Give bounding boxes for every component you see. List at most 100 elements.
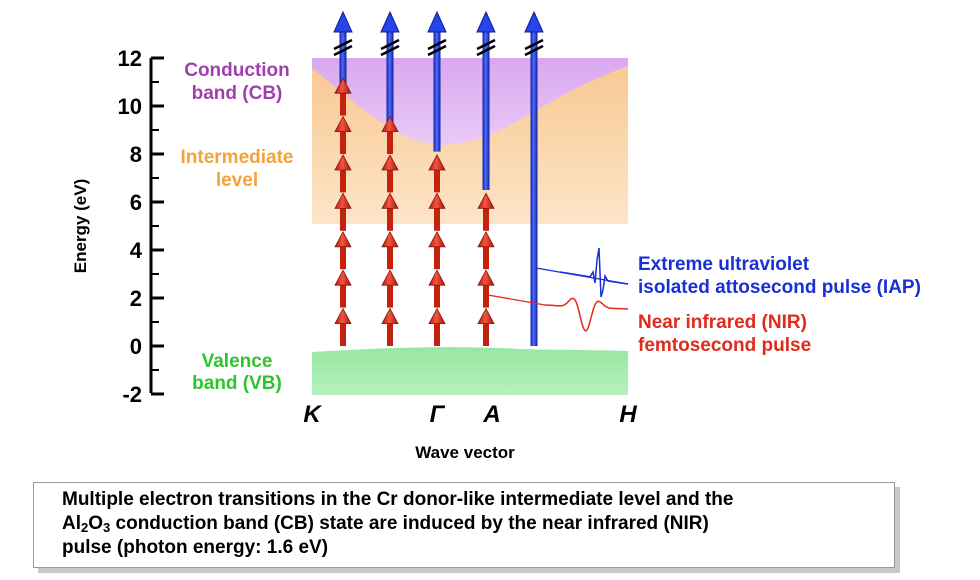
nir-photon-arrowhead — [334, 115, 352, 132]
nir-photon-arrowhead — [334, 230, 352, 248]
nir-pulse-waveform — [545, 297, 628, 332]
nir-pulse-guide-line — [487, 294, 546, 306]
nir-photon-shaft — [387, 202, 393, 231]
y-tick-label: 8 — [130, 142, 142, 167]
caption-line1: Multiple electron transitions in the Cr … — [62, 489, 734, 510]
nir-photon-shaft — [387, 279, 393, 308]
nir-photon-arrowhead — [428, 192, 446, 209]
nir-photon-arrowhead — [381, 230, 399, 248]
nir-photon-shaft — [387, 125, 393, 154]
il-label-line2: level — [216, 170, 258, 191]
caption-line3: pulse (photon energy: 1.6 eV) — [62, 537, 329, 558]
cb-label-line2: band (CB) — [192, 83, 283, 104]
nir-photon-shaft — [434, 240, 440, 270]
nir-photon-arrowhead — [477, 269, 495, 286]
nir-photon-arrowhead — [428, 154, 446, 171]
y-axis-ticks: 12 10 8 6 4 2 0 -2 — [118, 46, 164, 407]
xuv-pulse — [535, 247, 629, 298]
nir-photon-shaft — [340, 279, 346, 308]
axis-break-mark — [427, 38, 447, 57]
nir-photon-shaft — [434, 317, 440, 346]
nir-photon-arrowhead — [381, 154, 399, 171]
nir-photon-arrowhead — [334, 269, 352, 286]
transition-column — [333, 10, 353, 346]
nir-photon-arrowhead — [477, 230, 495, 248]
y-axis-label: Energy (eV) — [71, 179, 90, 273]
xuv-arrowhead — [333, 10, 353, 33]
axis-break-mark — [333, 38, 353, 57]
xuv-transition-bar — [433, 30, 441, 152]
y-tick-label: 10 — [118, 94, 142, 119]
nir-photon-arrowhead — [381, 192, 399, 209]
nir-photon-arrowhead — [334, 307, 352, 324]
valence-band-region — [312, 347, 628, 395]
nir-photon-shaft — [434, 164, 440, 193]
xuv-transition-bar — [386, 30, 394, 123]
nir-photon-shaft — [387, 164, 393, 193]
xuv-arrowhead — [427, 10, 447, 33]
nir-pulse — [487, 294, 628, 332]
axis-break-mark — [524, 38, 544, 57]
y-tick-label: 0 — [130, 334, 142, 359]
vb-label-line2: band (VB) — [192, 373, 282, 394]
nir-photon-shaft — [340, 164, 346, 193]
nir-photon-shaft — [340, 202, 346, 231]
nir-photon-arrowhead — [334, 154, 352, 171]
nir-photon-shaft — [340, 240, 346, 270]
vb-label-line1: Valence — [202, 351, 273, 372]
nir-photon-shaft — [483, 279, 489, 308]
y-tick-label: 2 — [130, 286, 142, 311]
il-label-line1: Intermediate — [181, 147, 294, 168]
transition-column — [476, 10, 496, 346]
nir-photon-shaft — [483, 240, 489, 270]
nir-photon-shaft — [340, 125, 346, 154]
axis-break-mark — [476, 38, 496, 57]
x-point-h: H — [619, 401, 637, 428]
y-tick-label: 6 — [130, 190, 142, 215]
y-tick-label: 12 — [118, 46, 142, 71]
nir-photon-arrowhead — [381, 307, 399, 324]
nir-photon-arrowhead — [381, 269, 399, 286]
nir-photon-shaft — [387, 317, 393, 346]
nir-label-line2: femtosecond pulse — [638, 335, 811, 356]
nir-photon-shaft — [340, 87, 346, 116]
nir-photon-arrowhead — [477, 307, 495, 324]
y-tick-label: -2 — [122, 382, 142, 407]
xuv-transition-bar — [530, 30, 538, 346]
xuv-arrowhead — [476, 10, 496, 33]
x-point-a: A — [482, 401, 500, 428]
xuv-transition-bar — [339, 30, 347, 90]
nir-photon-shaft — [434, 279, 440, 308]
y-tick-label: 4 — [130, 238, 143, 263]
nir-photon-arrowhead — [428, 269, 446, 286]
caption-box: Multiple electron transitions in the Cr … — [33, 482, 895, 568]
transition-columns — [333, 10, 544, 346]
x-point-gamma: Γ — [430, 401, 446, 428]
nir-photon-arrowhead — [477, 192, 495, 209]
nir-label-line1: Near infrared (NIR) — [638, 312, 807, 333]
nir-photon-arrowhead — [381, 115, 399, 132]
nir-photon-shaft — [434, 202, 440, 231]
band-diagram: 12 10 8 6 4 2 0 -2 Energy (eV) Conduction band … — [71, 10, 921, 462]
xuv-pulse-waveform — [559, 247, 629, 298]
nir-photon-arrowhead — [428, 307, 446, 324]
transition-column — [427, 10, 447, 346]
nir-photon-shaft — [483, 317, 489, 346]
nir-photon-arrowhead — [334, 77, 352, 94]
xuv-arrowhead — [524, 10, 544, 33]
nir-photon-shaft — [340, 317, 346, 346]
xuv-arrowhead — [380, 10, 400, 33]
transition-column — [380, 10, 400, 346]
caption-line2: Al2O3 conduction band (CB) state are ind… — [62, 513, 709, 535]
x-point-k: K — [303, 401, 322, 428]
xuv-label-line2: isolated attosecond pulse (IAP) — [638, 277, 921, 298]
transition-column — [524, 10, 544, 346]
nir-photon-arrowhead — [334, 192, 352, 209]
axis-break-mark — [380, 38, 400, 57]
nir-photon-shaft — [387, 240, 393, 270]
x-axis-label: Wave vector — [415, 443, 515, 462]
xuv-transition-bar — [482, 30, 490, 190]
cb-label-line1: Conduction — [184, 60, 290, 81]
nir-photon-shaft — [483, 202, 489, 231]
nir-photon-arrowhead — [428, 230, 446, 248]
